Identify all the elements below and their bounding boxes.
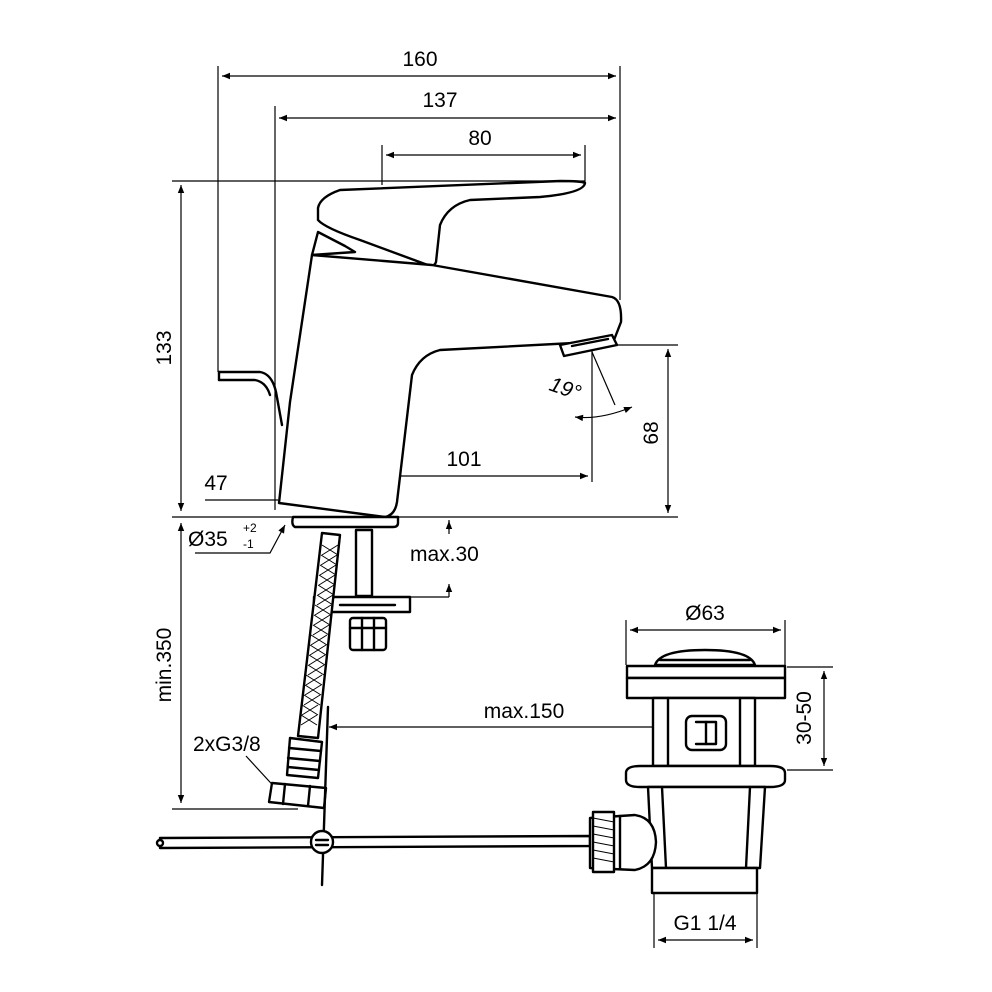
dim-lever-length: 80 <box>468 127 491 150</box>
dim-spout-reach: 101 <box>446 448 481 471</box>
dim-height: 133 <box>153 330 176 365</box>
dim-pull-rod: max.150 <box>484 700 565 723</box>
dim-min-hose: min.350 <box>153 628 176 703</box>
dim-outlet-height: 68 <box>640 421 663 444</box>
faucet-body <box>217 179 623 529</box>
dim-hole-tol-plus: +2 <box>243 521 257 535</box>
popup-waste <box>588 648 787 895</box>
dim-waste-thread: G1 1/4 <box>673 912 736 935</box>
dim-spout-length: 137 <box>422 89 457 112</box>
dim-hole-diameter: Ø35 <box>188 528 228 551</box>
dim-overall-length: 160 <box>402 48 437 71</box>
dim-hole-tol-minus: -1 <box>243 537 254 551</box>
dim-spray-angle: 19° <box>546 373 584 405</box>
underdeck-assembly <box>155 528 592 887</box>
dim-max-deck: max.30 <box>410 543 479 566</box>
dim-connection: 2xG3/8 <box>193 733 261 756</box>
dim-waste-range: 30-50 <box>793 691 816 745</box>
dim-base-offset: 47 <box>204 472 227 495</box>
dim-waste-diameter: Ø63 <box>685 602 725 625</box>
